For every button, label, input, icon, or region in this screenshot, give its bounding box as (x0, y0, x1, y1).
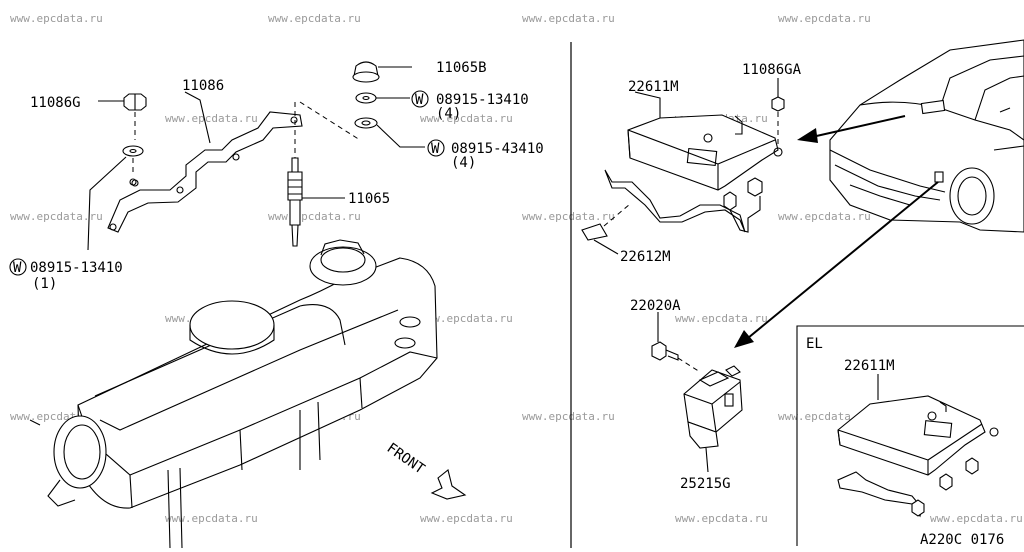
part-label-11065B: 11065B (436, 60, 487, 76)
bolt-11086G-drawing (122, 93, 147, 186)
front-direction-indicator: FRONT (384, 440, 467, 500)
washer-symbol-icon (427, 139, 445, 157)
watermark-text: www.epcdata.ru (10, 12, 103, 25)
part-label-25215G: 25215G (680, 476, 731, 492)
part-label-22612M: 22612M (620, 249, 671, 265)
watermark-text: www.epcdata.ru (930, 512, 1023, 525)
watermark-text: www.epcdata.ru (420, 512, 513, 525)
watermark-text: www.epcdata.ru (778, 12, 871, 25)
leader-lines-left (87, 66, 425, 251)
part-qty-08915-13410-left: (1) (32, 276, 57, 292)
part-qty-08915-43410: (4) (451, 155, 476, 171)
watermark-text: www.epcdata.ru (10, 210, 103, 223)
vehicle-drawing (829, 39, 1024, 233)
part-label-08915-43410: 08915-43410 (451, 141, 544, 157)
diagram-code: A220C 0176 (920, 532, 1004, 548)
watermark-text: www.epcdata.ru (165, 512, 258, 525)
watermark-text: www.epcdata.ru (420, 112, 513, 125)
watermark-text: www.epcdata.ru (522, 410, 615, 423)
engine-cover-drawing (29, 239, 438, 549)
relay-25215G-drawing (651, 341, 743, 449)
front-label: FRONT (384, 440, 428, 478)
washer-symbol-icon (9, 258, 27, 276)
pad-22612M-drawing (581, 203, 631, 241)
watermark-text: www.epcdata.ru (522, 12, 615, 25)
bracket-11086-drawing (107, 111, 303, 233)
control-unit-el-drawing (837, 374, 999, 518)
location-arrows (734, 115, 939, 348)
washer-symbol-text: W (431, 141, 440, 157)
washer-symbol-text: W (415, 92, 424, 108)
watermark-text: www.epcdata.ru (268, 12, 361, 25)
watermark-text: www.epcdata.ru (268, 210, 361, 223)
watermark-text: www.epcdata.ru (675, 312, 768, 325)
part-label-11065: 11065 (348, 191, 390, 207)
leader-lines-right (593, 78, 779, 473)
watermark-text: www.epcdata.ru (778, 210, 871, 223)
watermark-text: www.epcdata.ru (165, 112, 258, 125)
part-label-11086: 11086 (182, 78, 224, 94)
part-label-08915-13410-left: 08915-13410 (30, 260, 123, 276)
part-label-11086GA: 11086GA (742, 62, 802, 78)
part-label-08915-13410: 08915-13410 (436, 92, 529, 108)
part-label-11086G: 11086G (30, 95, 81, 111)
nut-washer-drawing (352, 61, 380, 129)
part-label-22611M-el: 22611M (844, 358, 895, 374)
part-qty-08915-13410: (4) (436, 106, 461, 122)
el-variant-frame (796, 325, 1024, 546)
watermark-text: www.epcdata.ru (778, 410, 871, 423)
washer-symbol-text: W (13, 260, 22, 276)
part-label-22020A: 22020A (630, 298, 681, 314)
glow-plug-drawing (287, 101, 361, 247)
watermark-text: www.epcdata.ru (522, 210, 615, 223)
control-unit-22611M-drawing (604, 114, 783, 233)
part-label-22611M: 22611M (628, 79, 679, 95)
watermark-text: www.epcdata.ru (675, 512, 768, 525)
variant-label: EL (806, 336, 823, 352)
washer-symbol-icon (411, 90, 429, 108)
watermark-text: www.epcdata.ru (420, 312, 513, 325)
